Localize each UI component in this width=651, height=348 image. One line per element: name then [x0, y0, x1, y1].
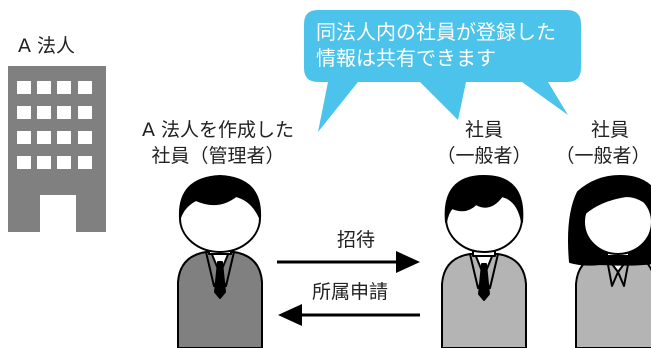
- member-1-label-line-1: 社員: [464, 119, 503, 141]
- member-2-person-icon: [568, 175, 651, 348]
- building-icon: [8, 66, 106, 232]
- speech-bubble: [304, 10, 581, 132]
- member-2-label-line-1: 社員: [590, 119, 629, 141]
- request-label: 所属申請: [311, 281, 388, 303]
- invite-arrow: [277, 251, 420, 273]
- bubble-text-line-1: 同法人内の社員が登録した: [316, 20, 556, 44]
- admin-label-line-1: A 法人を作成した: [141, 119, 295, 141]
- bubble-text-line-2: 情報は共有できます: [316, 46, 496, 70]
- invite-label: 招待: [336, 229, 375, 251]
- admin-label-line-2: 社員（管理者）: [151, 145, 285, 167]
- member-2-label-line-2: （一般者）: [555, 145, 651, 167]
- member-1-person-icon: [441, 175, 527, 348]
- request-arrow: [278, 304, 420, 326]
- admin-person-icon: [177, 175, 263, 348]
- member-1-label-line-2: （一般者）: [436, 145, 532, 167]
- company-label: A 法人: [18, 35, 76, 57]
